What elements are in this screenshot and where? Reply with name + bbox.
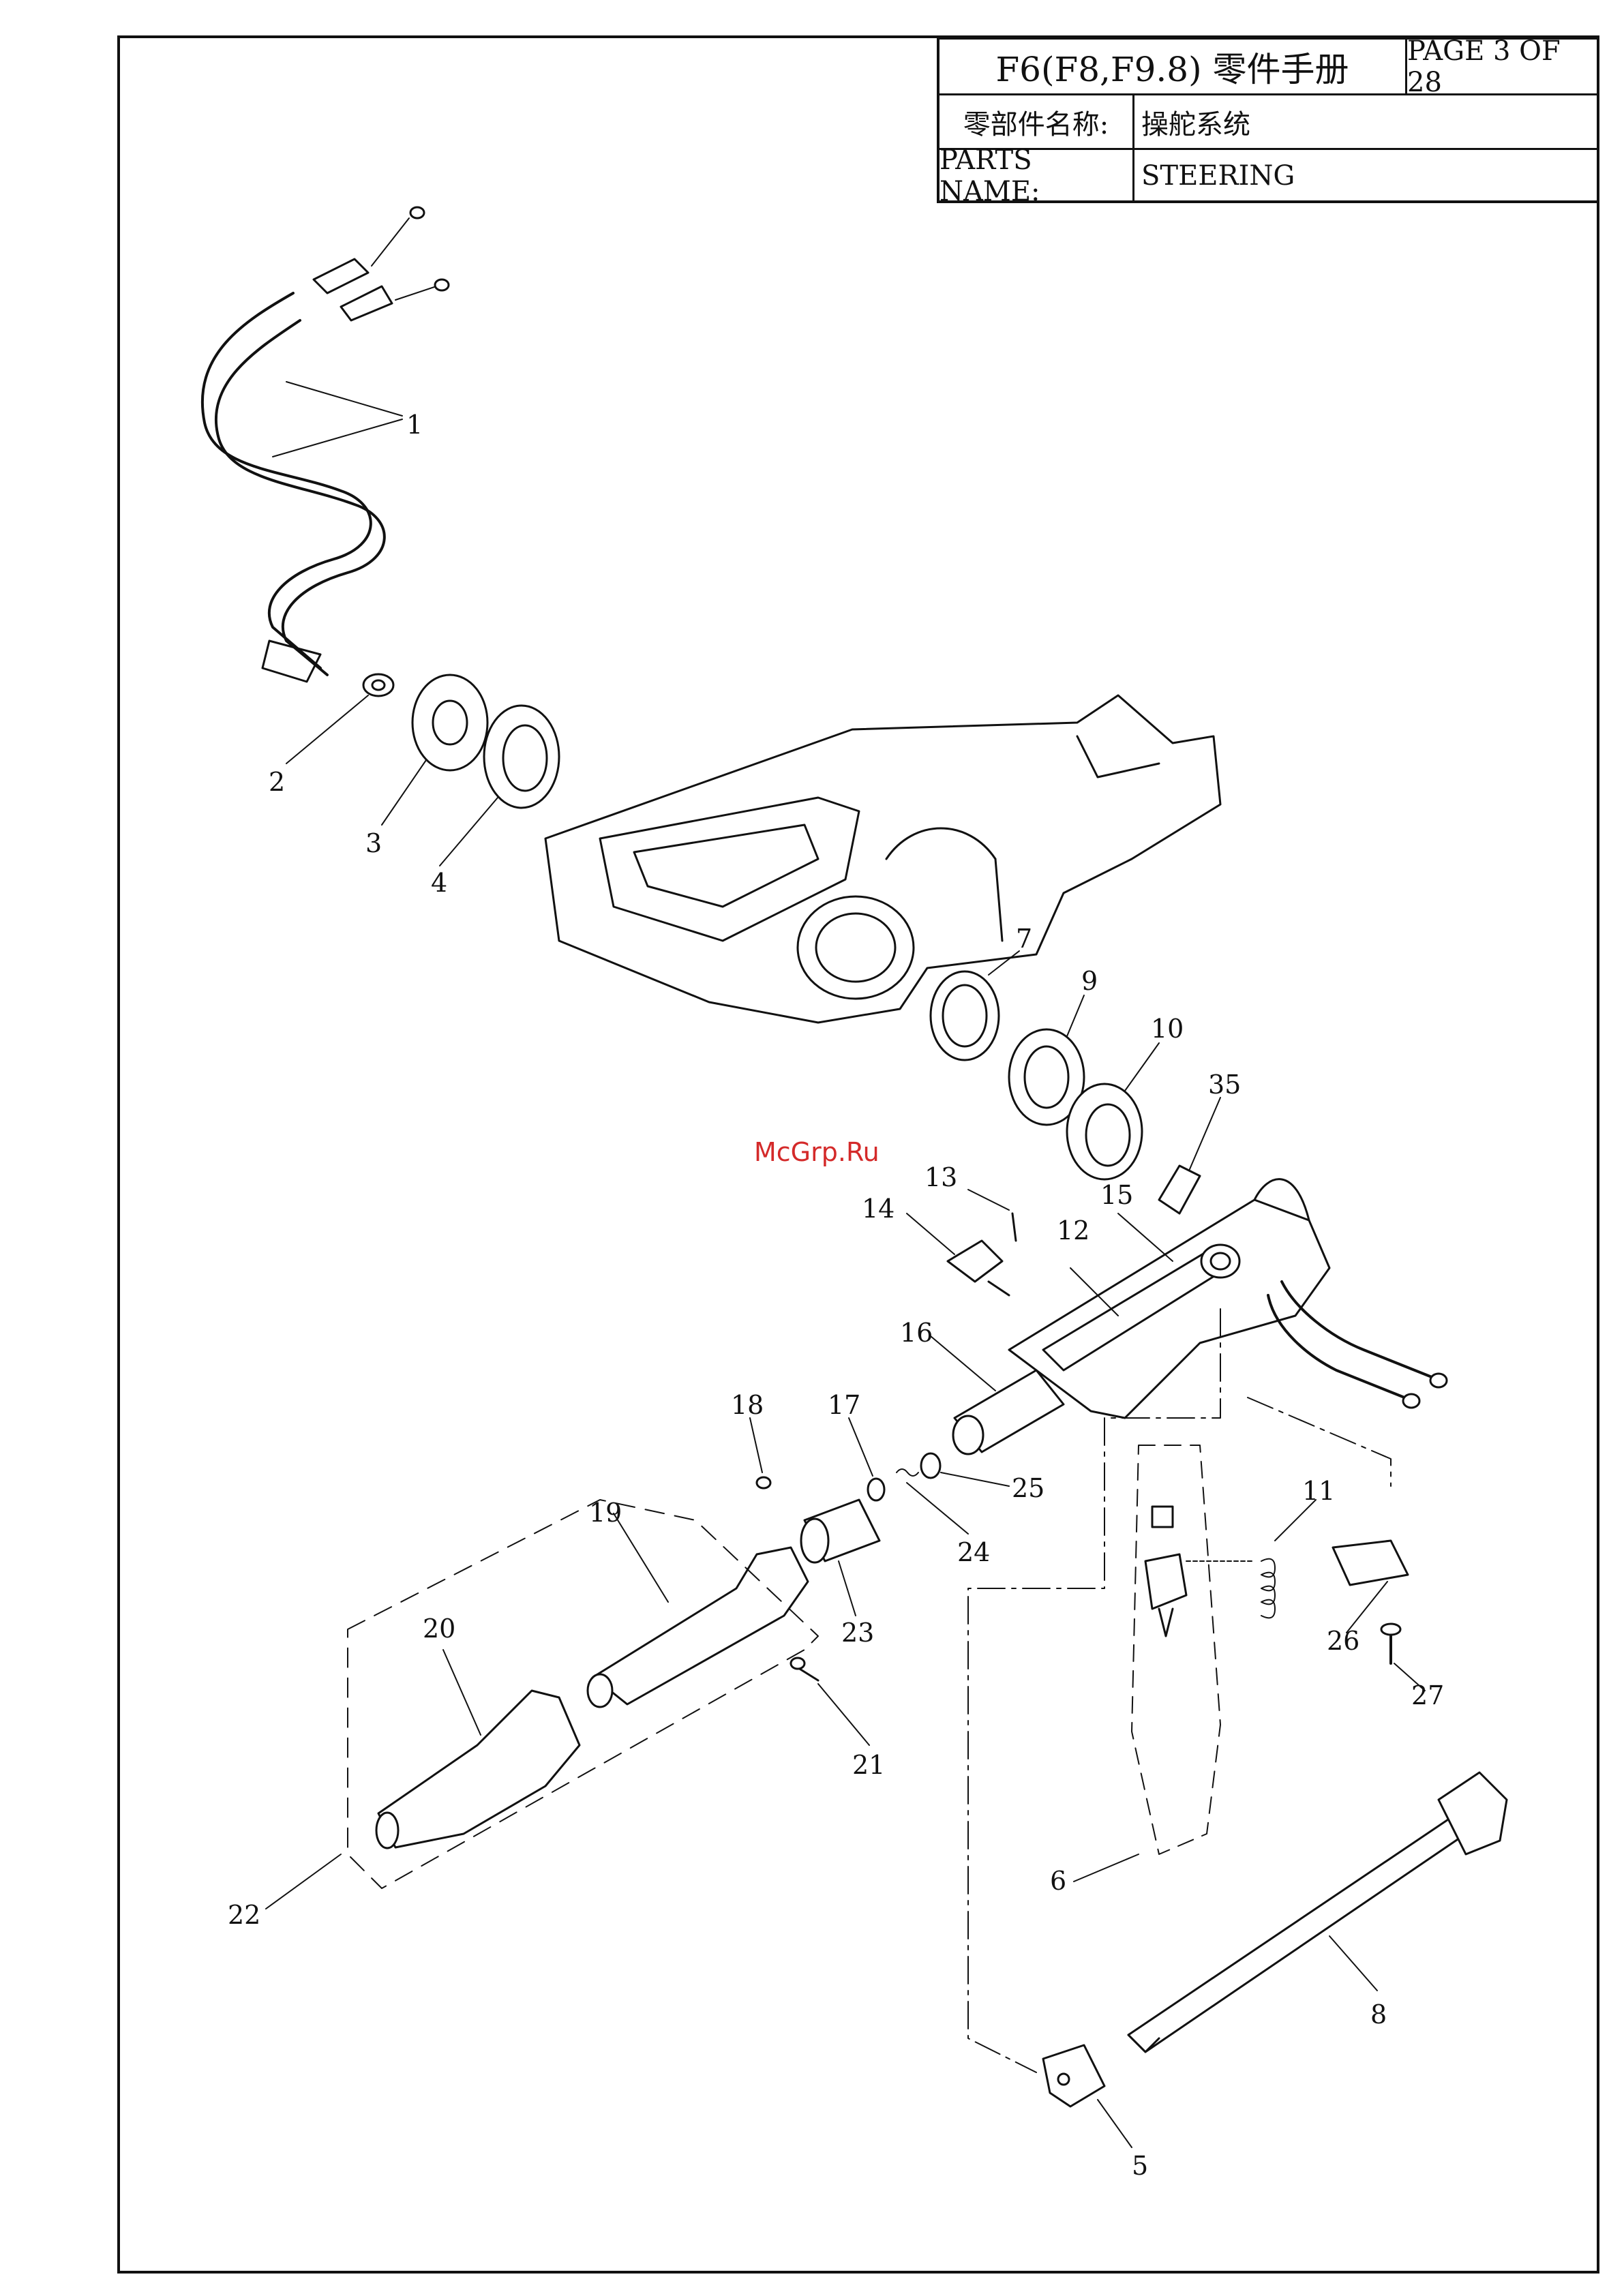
callout-8: 8 — [1370, 1999, 1387, 2029]
watermark-text: McGrp.Ru — [754, 1137, 879, 1167]
part-35-bolt — [1159, 1098, 1220, 1213]
callout-11: 11 — [1302, 1476, 1335, 1506]
swivel-bracket — [545, 695, 1220, 1023]
part-5-bracket — [1043, 2045, 1132, 2147]
part-23-collar — [801, 1500, 879, 1616]
title-row: F6(F8,F9.8) 零件手册 PAGE 3 OF 28 — [939, 40, 1597, 95]
callout-4: 4 — [431, 868, 447, 898]
callout-6: 6 — [1050, 1866, 1066, 1896]
callout-15: 15 — [1100, 1180, 1133, 1210]
part-14-knob — [907, 1213, 1009, 1295]
part-18-screw — [750, 1418, 770, 1488]
part-11-stop-switch — [1145, 1500, 1316, 1636]
callout-9: 9 — [1081, 966, 1098, 996]
callout-2: 2 — [269, 767, 285, 797]
callout-19: 19 — [589, 1498, 622, 1528]
callout-35: 35 — [1208, 1070, 1241, 1100]
callout-16: 16 — [900, 1318, 933, 1348]
part-13-pin — [968, 1190, 1016, 1241]
parts-name-en-row: PARTS NAME: STEERING — [939, 150, 1597, 202]
callout-14: 14 — [862, 1194, 894, 1224]
part-3-plate — [382, 675, 487, 825]
part-26-plate — [1333, 1541, 1408, 1633]
callout-18: 18 — [731, 1390, 764, 1420]
part-1-cables — [202, 207, 449, 682]
part-7-washer — [931, 951, 1019, 1060]
parts-name-en-value: STEERING — [1134, 150, 1597, 202]
callout-26: 26 — [1327, 1626, 1359, 1656]
callout-12: 12 — [1057, 1215, 1089, 1245]
parts-name-en-label: PARTS NAME: — [939, 150, 1134, 202]
callout-20: 20 — [423, 1614, 455, 1644]
part-8-steering-shaft — [1128, 1772, 1507, 2052]
part-20-grip — [376, 1650, 580, 1848]
callout-17: 17 — [828, 1390, 860, 1420]
parts-name-cn-label: 零部件名称: — [939, 95, 1134, 148]
manual-title: F6(F8,F9.8) 零件手册 — [939, 40, 1407, 93]
callout-27: 27 — [1411, 1680, 1444, 1710]
callout-3: 3 — [365, 828, 382, 858]
callout-7: 7 — [1016, 924, 1032, 954]
callout-1: 1 — [406, 410, 423, 440]
tiller-cables — [1268, 1282, 1447, 1408]
part-19-throttle-shaft — [588, 1513, 808, 1707]
title-block: F6(F8,F9.8) 零件手册 PAGE 3 OF 28 零部件名称: 操舵系… — [937, 37, 1599, 203]
callout-25: 25 — [1012, 1473, 1044, 1503]
callout-21: 21 — [852, 1750, 885, 1780]
page-number: PAGE 3 OF 28 — [1407, 40, 1597, 93]
callout-13: 13 — [924, 1162, 957, 1192]
part-25-washer — [921, 1453, 1009, 1486]
callout-23: 23 — [841, 1618, 874, 1648]
parts-name-cn-row: 零部件名称: 操舵系统 — [939, 95, 1597, 150]
part-21-screw — [791, 1658, 869, 1745]
parts-name-cn-value: 操舵系统 — [1134, 95, 1597, 148]
callout-24: 24 — [957, 1537, 990, 1567]
part-6-lanyard-outline — [1074, 1445, 1220, 1882]
part-2-nut — [286, 674, 393, 764]
callout-10: 10 — [1151, 1014, 1184, 1044]
callout-5: 5 — [1132, 2151, 1148, 2181]
callout-22: 22 — [228, 1900, 260, 1930]
part-17-washer — [849, 1418, 884, 1500]
